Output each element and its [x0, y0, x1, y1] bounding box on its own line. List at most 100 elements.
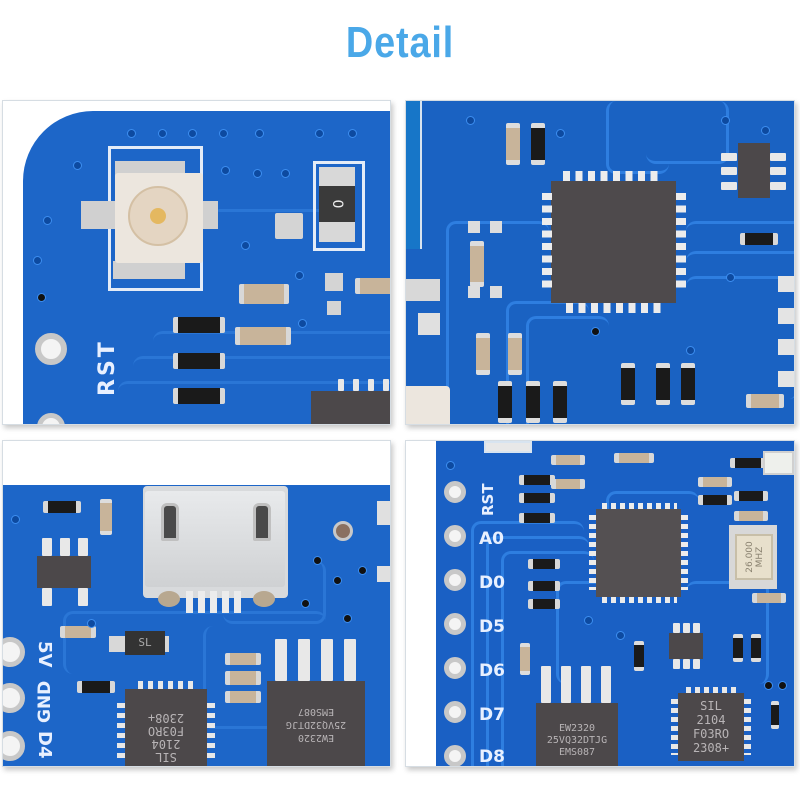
silkscreen-label-d4: D4 — [34, 731, 55, 759]
pcb-trace — [686, 251, 794, 314]
antenna-pad-right — [198, 201, 218, 229]
pcb-trace — [686, 276, 794, 399]
capacitor — [551, 479, 585, 489]
antenna-ground-area — [406, 101, 422, 249]
via — [253, 169, 262, 178]
smd-pad-partial — [484, 441, 532, 453]
sot-transistor — [669, 633, 703, 659]
capacitor — [476, 333, 490, 375]
via — [158, 129, 167, 138]
pcb-trace — [686, 221, 794, 284]
partial-chip — [311, 391, 390, 424]
silkscreen-label-a0: A0 — [479, 529, 504, 549]
header-pad — [778, 308, 794, 324]
chip-marking-line: F03RO — [147, 724, 185, 738]
resistor — [733, 634, 743, 662]
resistor — [734, 491, 768, 501]
via — [221, 166, 230, 175]
via — [584, 616, 593, 625]
pcb-trace — [486, 536, 589, 766]
chip-pin — [561, 666, 571, 703]
smd-pad — [468, 221, 480, 233]
chip-pins-top — [138, 681, 198, 689]
panel-main-chip — [405, 100, 795, 425]
resistor — [698, 495, 732, 505]
chip-pins-left — [671, 699, 678, 755]
chip-pin — [344, 639, 356, 681]
sot-regulator — [738, 143, 770, 198]
capacitor — [551, 455, 585, 465]
via — [686, 346, 695, 355]
resistor — [771, 701, 779, 729]
pcb-trace — [646, 101, 729, 164]
resistor — [621, 363, 635, 405]
micro-usb-tab-right — [253, 591, 275, 607]
mounting-hole — [35, 333, 67, 365]
chip-pin — [770, 182, 786, 190]
resistor — [528, 559, 560, 569]
pcb-trace — [686, 581, 769, 684]
header-pin-hole-d7 — [444, 701, 466, 723]
capacitor — [614, 453, 654, 463]
chip-marking-line: 2104 — [151, 737, 181, 751]
chip-pin — [541, 666, 551, 703]
chip-marking-line: 2104 — [696, 713, 726, 727]
chip-pin — [78, 538, 88, 556]
via — [315, 129, 324, 138]
silkscreen-label-d7: D7 — [479, 705, 505, 725]
resistor — [553, 381, 567, 423]
chip-pins-left — [589, 515, 596, 590]
resistor — [77, 681, 115, 693]
chip-pin — [683, 623, 690, 633]
resistor — [519, 513, 555, 523]
via — [188, 129, 197, 138]
chip-pins-right — [681, 515, 688, 590]
via — [333, 576, 342, 585]
chip-pins-bottom — [566, 303, 666, 313]
silkscreen-label-d8: D8 — [479, 747, 505, 767]
panel-antenna-connector: 0 RST — [2, 100, 391, 425]
micro-usb-slot-right — [253, 503, 271, 541]
resistor — [531, 123, 545, 165]
via — [466, 116, 475, 125]
resistor — [730, 458, 766, 468]
via — [73, 161, 82, 170]
via — [778, 681, 787, 690]
panel-pin-header: RST A0 D0 D5 D6 D7 D8 26.000 MHZ EW2320 … — [405, 440, 795, 767]
chip-pins-left — [542, 193, 552, 293]
panel-usb-port: SL SIL 2104 F03RO 2308+ EW2320 25VQ32DTJ… — [2, 440, 391, 767]
antenna-pad-left — [81, 201, 117, 229]
header-pad — [778, 339, 794, 355]
header-pin-hole-d5 — [444, 613, 466, 635]
smd-pad — [418, 313, 440, 335]
via — [298, 319, 307, 328]
micro-usb-slot-left — [161, 503, 179, 541]
header-pin-hole-rst — [444, 481, 466, 503]
silkscreen-label-5v: 5V — [34, 641, 55, 668]
zero-ohm-resistor-body: 0 — [319, 186, 355, 222]
capacitor — [734, 511, 768, 521]
chip-pin — [693, 623, 700, 633]
silkscreen-label-rst: RST — [95, 339, 120, 396]
via — [721, 116, 730, 125]
chip-pins-left — [117, 703, 125, 763]
chip-pins-top — [563, 171, 663, 181]
chip-pin — [368, 379, 374, 391]
chip-pin — [673, 623, 680, 633]
silkscreen-label-d0: D0 — [479, 573, 505, 593]
page-title: Detail — [345, 18, 455, 67]
usb-uart-chip: SIL 2104 F03RO 2308+ — [678, 693, 744, 761]
chip-marking-line: 2308+ — [692, 741, 730, 755]
chip-pins-bottom — [602, 597, 677, 603]
crystal-unit: MHZ — [755, 546, 765, 568]
micro-usb-tab-left — [158, 591, 180, 607]
via — [348, 129, 357, 138]
chip-pin — [42, 588, 52, 606]
resistor — [634, 641, 644, 671]
header-pin-hole-d0 — [444, 569, 466, 591]
resistor-silkscreen-outline — [313, 161, 365, 251]
antenna-connector-partial — [406, 386, 450, 424]
chip-pin — [353, 379, 359, 391]
chip-pin — [601, 666, 611, 703]
resistor — [528, 581, 560, 591]
